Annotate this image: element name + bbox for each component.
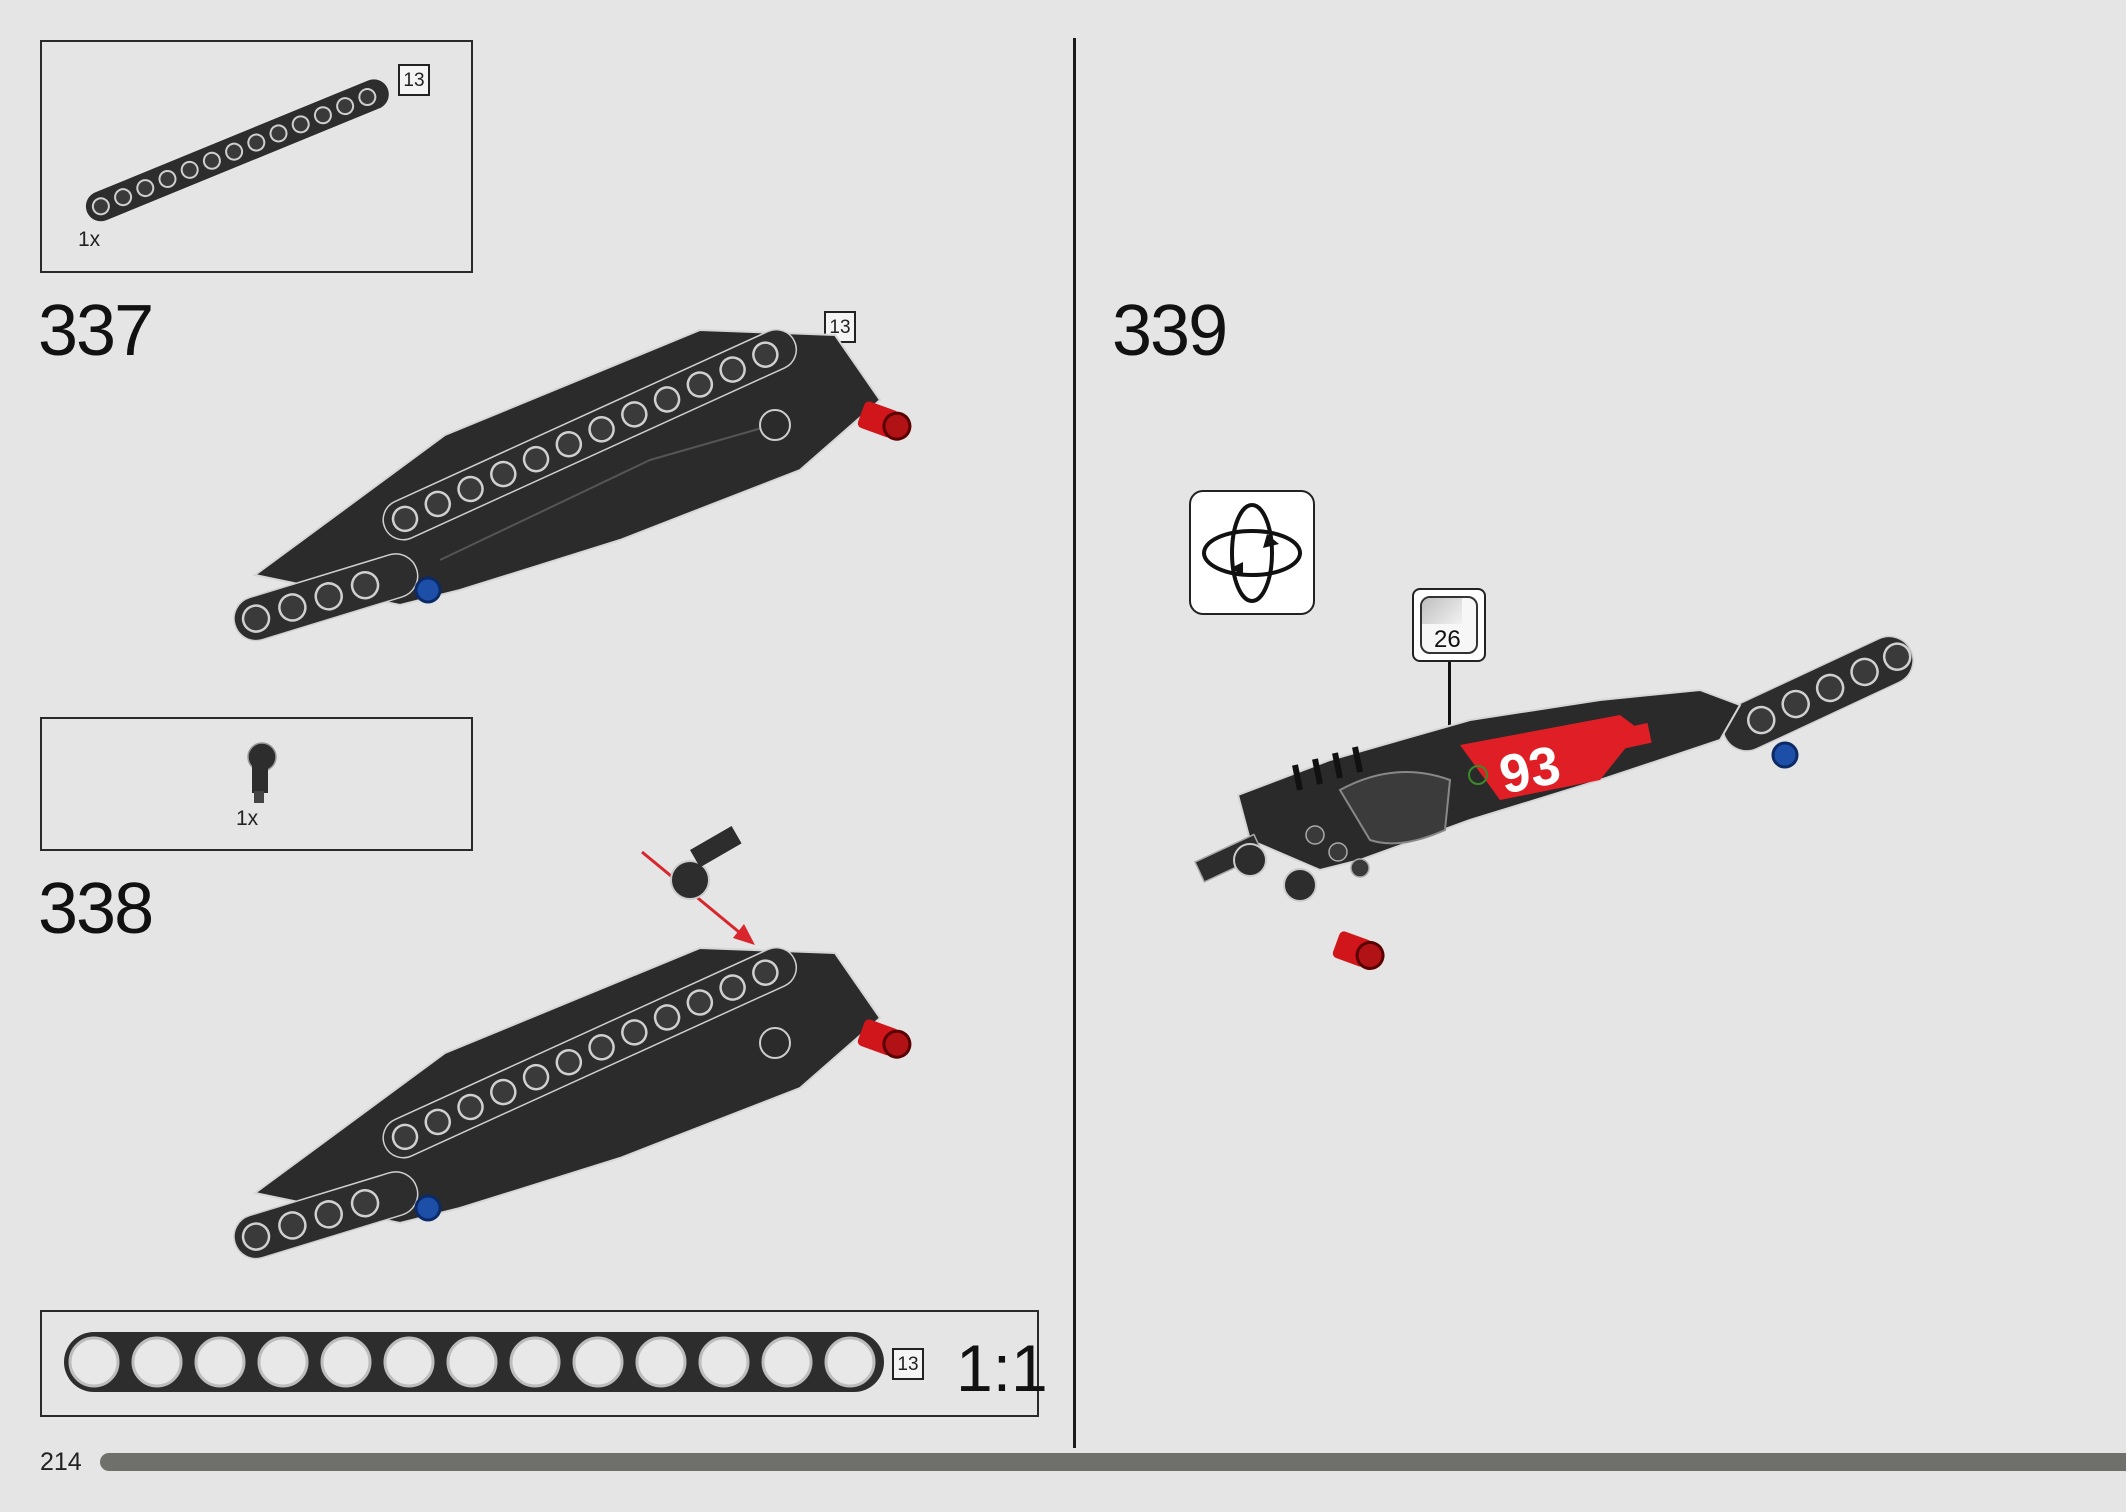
length-tag-337: 13	[824, 311, 856, 343]
sticker-icon	[1420, 596, 1478, 654]
step-337-assembly-image	[233, 328, 912, 642]
step-number-337: 337	[38, 291, 154, 371]
scale-label: 1:1	[956, 1331, 1048, 1405]
sticker-number: 26	[1434, 626, 1461, 653]
page-divider	[1073, 38, 1076, 1448]
rotate-model-icon	[1189, 490, 1315, 615]
step-339-assembly-image: 93	[1194, 635, 1914, 970]
page-number: 214	[40, 1448, 82, 1476]
part-count: 1x	[78, 228, 101, 251]
scale-ruler: 13 1:1	[40, 1310, 1048, 1417]
length-tag: 13	[892, 1348, 924, 1380]
step-number-339: 339	[1112, 291, 1228, 371]
part-count: 1x	[236, 807, 259, 830]
length-tag: 13	[398, 64, 430, 96]
sticker-leader-line	[1448, 662, 1451, 730]
decal-race-number: 93	[1494, 735, 1565, 806]
parts-callout-1: 1x 13	[40, 40, 473, 273]
step-number-338: 338	[38, 869, 154, 949]
beam-13-part-image	[85, 79, 389, 222]
parts-callout-2: 1x	[40, 717, 473, 851]
axle-connector-part-image	[247, 742, 277, 803]
sticker-callout: 26	[1412, 588, 1486, 662]
progress-bar	[100, 1453, 2126, 1471]
beam-13-scale-image	[64, 1332, 884, 1392]
step-338-assembly-image	[233, 826, 912, 1260]
